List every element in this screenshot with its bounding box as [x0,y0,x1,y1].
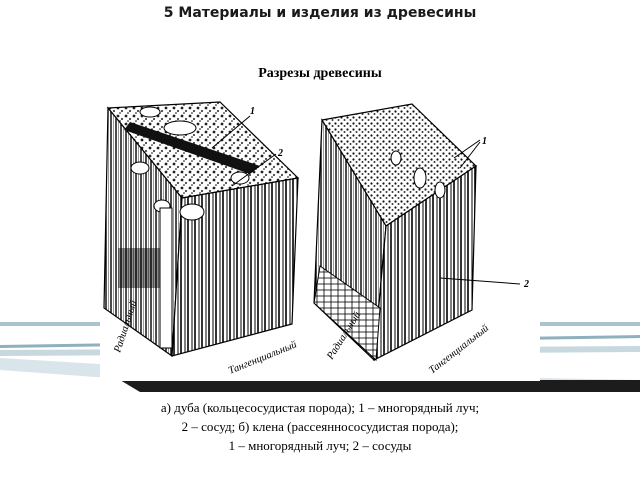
wood-sections-figure: 1 2 Радиальный Тангенциальный 1 2 Радиал… [100,98,540,381]
slide-title: 5 Материалы и изделия из древесины [163,5,477,21]
caption-line-3: 1 – многорядный луч; 2 – сосуды [228,438,412,453]
oak-tangential-label: Тангенциальный [227,339,299,377]
maple-tangential-label: Тангенциальный [427,323,492,377]
figure-caption: а) дуба (кольцесосудистая порода); 1 – м… [60,398,580,455]
oak-callout-2: 2 [277,148,283,159]
maple-callout-1: 1 [482,136,487,147]
caption-line-1: а) дуба (кольцесосудистая порода); 1 – м… [160,400,480,415]
caption-line-2: 2 – сосуд; б) клена (рассеяннососудистая… [181,419,459,434]
maple-callout-2: 2 [523,279,529,290]
figure-subtitle: Разрезы древесины [258,66,382,81]
oak-callout-1: 1 [250,106,255,117]
maple-block [313,103,521,362]
oak-block [103,101,300,358]
